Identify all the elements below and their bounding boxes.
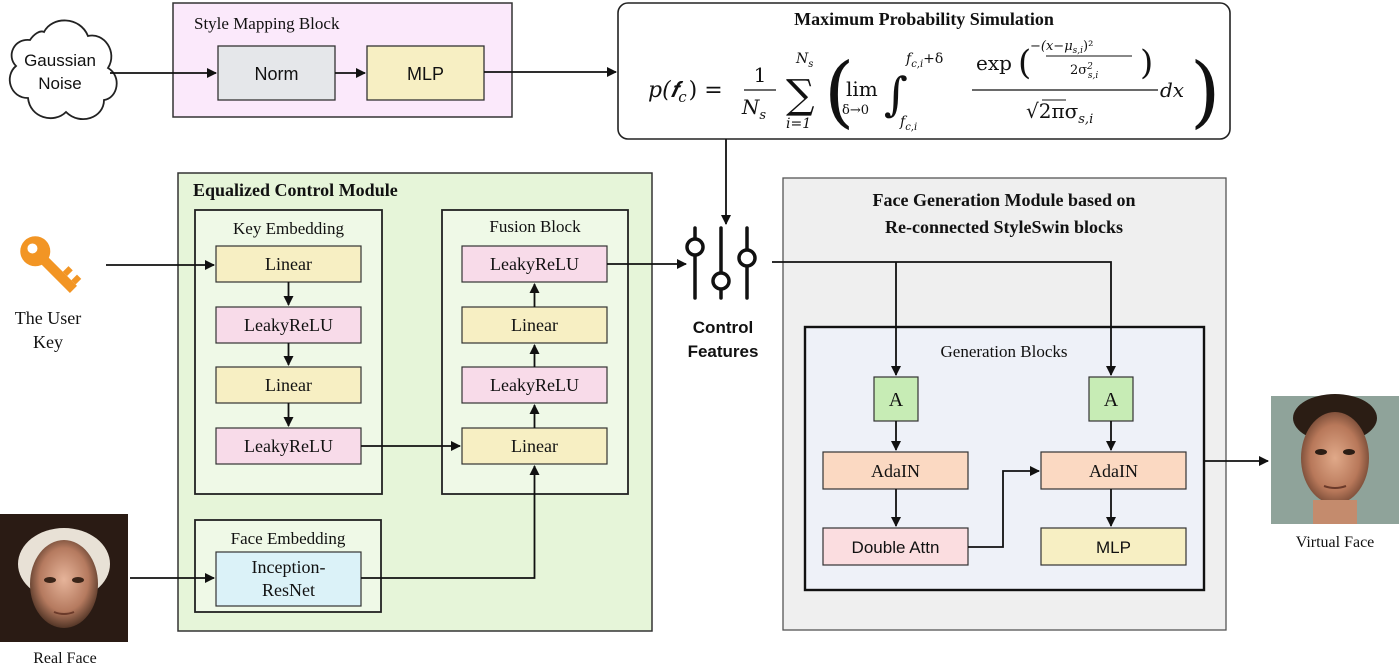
- double-attn-label: Double Attn: [852, 538, 940, 557]
- formula-lim: lim: [846, 77, 878, 101]
- fusion-block-title: Fusion Block: [489, 217, 581, 236]
- formula-exp: exp: [976, 51, 1012, 75]
- gaussian-noise-cloud: Gaussian Noise: [8, 19, 118, 120]
- style-mlp-label: MLP: [407, 64, 444, 84]
- fusion-linear-mid: [461, 306, 608, 344]
- user-key-label-1: The User: [15, 308, 81, 328]
- formula-dx: dx: [1160, 78, 1184, 102]
- fusion-linear-bottom: [461, 427, 608, 465]
- key-linear-2: [215, 366, 362, 404]
- exp-left-paren: (: [1018, 43, 1031, 83]
- face-generation-title-1: Face Generation Module based on: [873, 190, 1136, 210]
- key-linear-1: [215, 245, 362, 283]
- a-box-right: [1088, 376, 1134, 422]
- generation-blocks-title: Generation Blocks: [941, 342, 1068, 361]
- face-generation-title-2: Re-connected StyleSwin blocks: [885, 217, 1123, 237]
- adain-left-label: AdaIN: [871, 461, 920, 481]
- real-face-image: [0, 514, 128, 642]
- formula-sum-top: Ns: [795, 51, 813, 70]
- virtual-face-label: Virtual Face: [1296, 534, 1375, 551]
- a-left-label: A: [889, 389, 904, 411]
- double-attn-box: [822, 527, 969, 566]
- inception-resnet-box: [215, 551, 362, 607]
- formula-lim-sub: δ→0: [842, 103, 869, 118]
- virtual-face-image: [1271, 394, 1399, 524]
- fusion-linear-bottom-label: Linear: [511, 436, 558, 456]
- a-box-left: [873, 376, 919, 422]
- norm-box: [217, 45, 336, 101]
- adain-right-box: [1040, 451, 1187, 490]
- sum-symbol: ∑: [786, 72, 815, 118]
- style-mlp-box: [366, 45, 485, 101]
- left-paren: (: [824, 47, 854, 137]
- key-leakyrelu-2: [215, 427, 362, 465]
- formula-int-lower: fc,i: [899, 114, 917, 133]
- key-leakyrelu-1: [215, 306, 362, 344]
- inception-label-2: ResNet: [262, 580, 315, 600]
- fusion-leakyrelu-mid-label: LeakyReLU: [490, 375, 579, 395]
- key-leakyrelu-1-label: LeakyReLU: [244, 315, 333, 335]
- formula-den: √2πσs,i: [1026, 99, 1093, 127]
- right-paren: ): [1190, 47, 1220, 137]
- key-embedding-title: Key Embedding: [233, 219, 344, 238]
- exp-right-paren: ): [1140, 43, 1153, 83]
- formula-sum-bottom: i=1: [786, 116, 811, 132]
- gen-mlp-label: MLP: [1096, 538, 1131, 557]
- inception-label-1: Inception-: [252, 557, 326, 577]
- a-right-label: A: [1104, 389, 1119, 411]
- norm-label: Norm: [255, 64, 299, 84]
- gaussian-noise-label-1: Gaussian: [24, 51, 96, 70]
- control-features-label-2: Features: [688, 342, 759, 361]
- formula-frac-num: 1: [754, 63, 767, 87]
- key-leakyrelu-2-label: LeakyReLU: [244, 436, 333, 456]
- gaussian-noise-label-2: Noise: [38, 74, 81, 93]
- key-linear-2-label: Linear: [265, 375, 312, 395]
- user-key-label-2: Key: [33, 332, 63, 352]
- equalized-module-title: Equalized Control Module: [193, 180, 398, 200]
- real-face-label: Real Face: [33, 650, 97, 666]
- formula-gauss-num: −(x−μs,i)²: [1030, 39, 1093, 56]
- adain-left-box: [822, 451, 969, 490]
- formula-frac-den: Ns: [741, 95, 767, 123]
- arrow-control-to-a-right: [772, 261, 1116, 376]
- key-icon: [20, 236, 82, 293]
- simulation-title: Maximum Probability Simulation: [794, 9, 1054, 29]
- face-embedding-title: Face Embedding: [231, 529, 346, 548]
- fusion-leakyrelu-top-label: LeakyReLU: [490, 254, 579, 274]
- probability-formula: p(𝒇c) = 1 Ns Ns ∑ i=1 ( ) lim δ→0 ∫ fc,i…: [648, 39, 1220, 137]
- integral-symbol: ∫: [884, 67, 908, 121]
- fusion-linear-mid-label: Linear: [511, 315, 558, 335]
- arrow-inception-to-fusion: [361, 465, 540, 579]
- key-linear-1-label: Linear: [265, 254, 312, 274]
- simulation-box: [617, 2, 1231, 140]
- sliders-icon: [685, 226, 757, 300]
- formula-lhs: p(𝒇c) =: [648, 78, 723, 106]
- formula-int-upper: fc,i+δ: [905, 51, 943, 70]
- style-mapping-title: Style Mapping Block: [194, 14, 340, 33]
- adain-right-label: AdaIN: [1089, 461, 1138, 481]
- control-features-label-1: Control: [693, 318, 753, 337]
- gen-mlp-box: [1040, 527, 1187, 566]
- fusion-leakyrelu-mid: [461, 366, 608, 404]
- arrow-attn-to-adain-right: [968, 466, 1040, 548]
